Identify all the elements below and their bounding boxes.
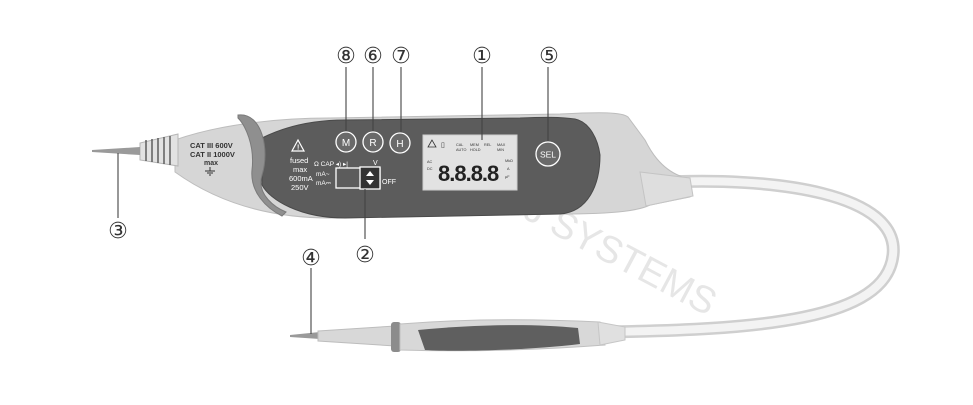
- lcd-ind-min: MIN: [497, 148, 504, 152]
- fuse-label-4: 250V: [291, 183, 309, 192]
- lcd-ind-unit: μF: [505, 175, 510, 179]
- switch-label-ma-dc: mA⎓: [316, 180, 331, 187]
- callout-7: ⑦: [391, 44, 411, 69]
- lcd-ind-auto: AUTO: [456, 148, 467, 152]
- lcd-ind-cal: CAL: [456, 143, 463, 147]
- callout-1: ①: [472, 44, 492, 69]
- m-button[interactable]: M: [335, 131, 357, 153]
- lcd-ind-mk: MkΩ: [505, 159, 513, 163]
- fuse-label-1: fused: [290, 156, 308, 165]
- lcd-digits: 8.8.8.8: [438, 161, 499, 186]
- lcd-ind-dc: DC: [427, 167, 433, 171]
- warning-icon: [290, 138, 306, 152]
- svg-text:▯: ▯: [441, 142, 445, 149]
- switch-label-volts: V: [373, 160, 378, 167]
- lcd-ind-ac: AC: [427, 160, 433, 164]
- tip-rating-line2: CAT II 1000V: [190, 150, 235, 159]
- svg-text:M: M: [342, 138, 350, 149]
- svg-text:!: !: [297, 145, 299, 152]
- ground-icon: [205, 167, 215, 176]
- sel-button[interactable]: SEL: [535, 141, 561, 167]
- function-slide-switch[interactable]: [335, 166, 381, 190]
- lcd-ind-a: A: [507, 167, 510, 171]
- lcd-ind-max: MAX: [497, 143, 506, 147]
- svg-text:SEL: SEL: [540, 150, 556, 160]
- fuse-label-2: max: [293, 165, 307, 174]
- callout-8: ⑧: [336, 44, 356, 69]
- grip-band: [237, 114, 287, 217]
- leader-lines: [117, 67, 549, 334]
- callout-4: ④: [301, 246, 321, 271]
- callout-2: ②: [355, 243, 375, 268]
- lcd-ind-hold: HOLD: [470, 148, 481, 152]
- lcd-ind-mem: MEM: [470, 143, 479, 147]
- callout-3: ③: [108, 219, 128, 244]
- switch-label-cap: Ω CAP ◂) ▸|: [314, 161, 348, 168]
- lcd-display: ▯ CAL AUTO MEM HOLD REL MAX MIN AC DC 8.…: [422, 134, 518, 191]
- h-button[interactable]: H: [389, 132, 411, 154]
- fuse-label-3: 600mA: [289, 174, 313, 183]
- tip-rating-line1: CAT III 600V: [190, 141, 233, 150]
- svg-text:H: H: [396, 139, 403, 150]
- r-button[interactable]: R: [362, 131, 384, 153]
- switch-label-ma-ac: mA~: [316, 171, 330, 178]
- lcd-ind-rel: REL: [484, 143, 491, 147]
- svg-text:R: R: [369, 138, 376, 149]
- switch-label-off: OFF: [382, 179, 396, 186]
- test-probe: [290, 319, 626, 352]
- tip-rating-line3: max: [204, 160, 218, 167]
- callout-5: ⑤: [539, 44, 559, 69]
- meter-body: [92, 112, 694, 219]
- probe-tip-needle: [92, 147, 140, 155]
- callout-6: ⑥: [363, 44, 383, 69]
